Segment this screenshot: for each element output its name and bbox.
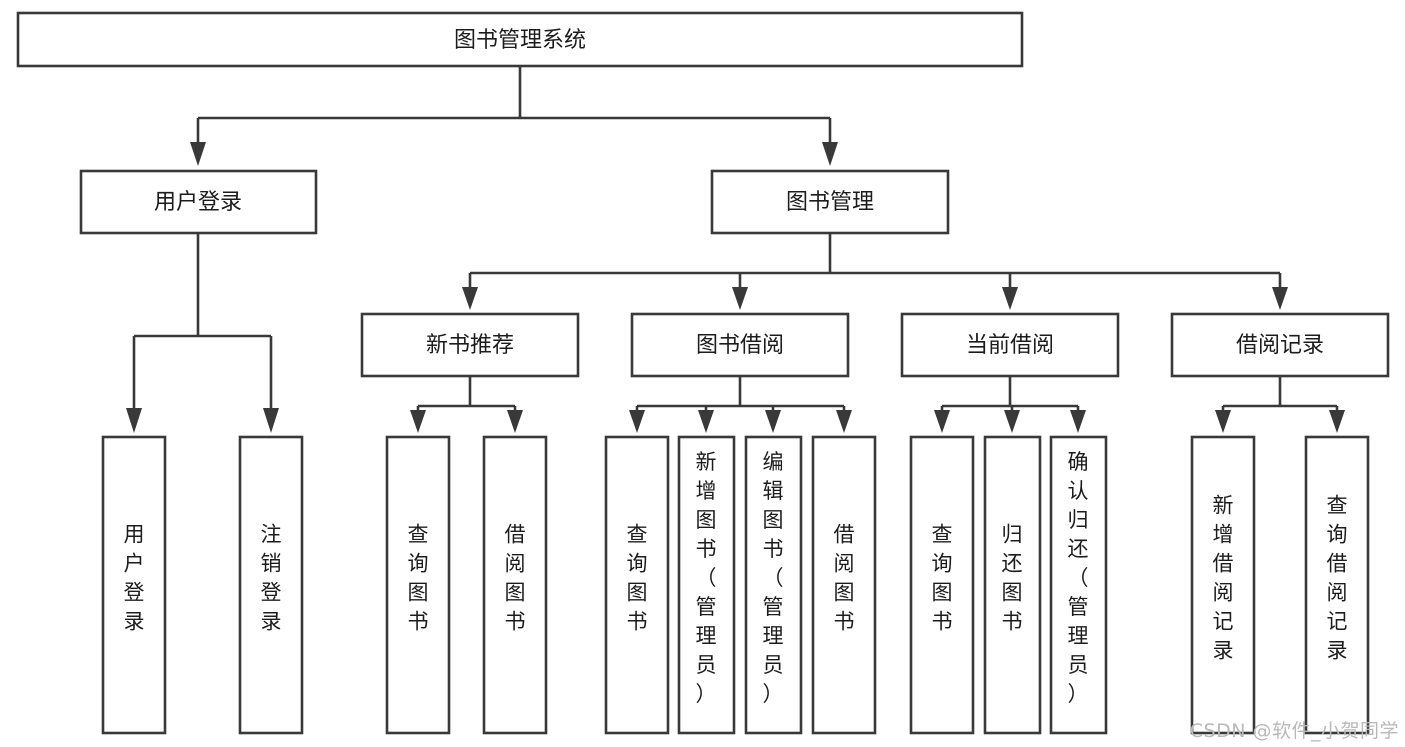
leaf-query-book-1-box[interactable] xyxy=(385,435,451,735)
node-current-borrow[interactable]: 当前借阅 xyxy=(900,312,1120,378)
arrow-head-leaf-edit-book xyxy=(765,410,781,433)
leaf-return-book-box[interactable] xyxy=(983,435,1042,735)
leaf-borrow-book-2-label: 借阅图书 xyxy=(834,523,855,634)
leaf-add-book-box[interactable] xyxy=(677,435,736,735)
node-book-manage-label: 图书管理 xyxy=(786,190,874,215)
node-user-login[interactable]: 用户登录 xyxy=(79,169,318,235)
node-current-borrow-label: 当前借阅 xyxy=(966,333,1054,358)
node-book-manage-box[interactable] xyxy=(710,169,950,235)
leaf-node-user-login[interactable]: 用户登录 xyxy=(101,435,167,735)
arrow-head-leaf-add-record xyxy=(1215,410,1231,433)
leaf-confirm-return-label: 确认归还（管理员） xyxy=(1068,450,1089,706)
leaf-user-login-label: 用户登录 xyxy=(124,523,145,634)
arrow-head-leaf-borrow-book-1 xyxy=(507,410,523,433)
leaf-logout-label: 注销登录 xyxy=(261,523,282,634)
leaf-query-book-3-box[interactable] xyxy=(909,435,975,735)
arrow-head-current-borrow xyxy=(1002,287,1018,310)
leaf-node-borrow-book-1[interactable]: 借阅图书 xyxy=(482,435,548,735)
leaf-node-confirm-return[interactable]: 确认归还（管理员） xyxy=(1049,435,1108,735)
node-current-borrow-box[interactable] xyxy=(900,312,1120,378)
arrow-head-leaf-add-book xyxy=(698,410,714,433)
leaf-node-query-book-1[interactable]: 查询图书 xyxy=(385,435,451,735)
leaf-query-record-box[interactable] xyxy=(1304,435,1370,735)
leaf-confirm-return-box[interactable] xyxy=(1049,435,1108,735)
node-book-borrow[interactable]: 图书借阅 xyxy=(630,312,850,378)
node-borrow-record[interactable]: 借阅记录 xyxy=(1170,312,1390,378)
leaf-node-return-book[interactable]: 归还图书 xyxy=(983,435,1042,735)
arrow-head-book-borrow xyxy=(732,287,748,310)
leaf-edit-book-box[interactable] xyxy=(744,435,803,735)
leaf-node-query-book-2[interactable]: 查询图书 xyxy=(604,435,670,735)
node-borrow-record-box[interactable] xyxy=(1170,312,1390,378)
leaf-query-book-3-label: 查询图书 xyxy=(932,523,953,634)
leaf-node-edit-book[interactable]: 编辑图书（管理员） xyxy=(744,435,803,735)
leaf-add-record-label: 新增借阅记录 xyxy=(1213,494,1234,663)
leaf-add-book-label: 新增图书（管理员） xyxy=(696,450,717,706)
leaf-node-logout[interactable]: 注销登录 xyxy=(238,435,304,735)
leaf-return-book-label: 归还图书 xyxy=(1002,523,1023,634)
node-new-book-rec-box[interactable] xyxy=(360,312,580,378)
leaf-edit-book-label: 编辑图书（管理员） xyxy=(763,450,784,706)
arrow-head-leaf-query-record xyxy=(1329,410,1345,433)
leaf-borrow-book-2-box[interactable] xyxy=(811,435,877,735)
leaf-query-book-2-label: 查询图书 xyxy=(627,523,648,634)
leaf-node-query-record[interactable]: 查询借阅记录 xyxy=(1304,435,1370,735)
node-root-box[interactable] xyxy=(16,11,1024,68)
arrow-head-new-book-rec xyxy=(462,287,478,310)
node-user-login-box[interactable] xyxy=(79,169,318,235)
leaf-user-login-box[interactable] xyxy=(101,435,167,735)
node-book-manage[interactable]: 图书管理 xyxy=(710,169,950,235)
node-borrow-record-label: 借阅记录 xyxy=(1236,333,1324,358)
arrow-head-leaf-logout xyxy=(263,408,279,433)
arrow-head-book-manage xyxy=(822,142,838,166)
node-new-book-rec[interactable]: 新书推荐 xyxy=(360,312,580,378)
arrow-head-leaf-query-book-2 xyxy=(629,410,645,433)
leaf-node-query-book-3[interactable]: 查询图书 xyxy=(909,435,975,735)
connector-layer xyxy=(126,66,1345,433)
node-new-book-rec-label: 新书推荐 xyxy=(426,333,514,358)
leaf-query-record-label: 查询借阅记录 xyxy=(1327,494,1348,663)
node-root[interactable]: 图书管理系统 xyxy=(16,11,1024,68)
arrow-head-leaf-query-book-3 xyxy=(934,410,950,433)
arrow-head-borrow-record xyxy=(1272,287,1288,310)
arrow-head-leaf-return-book xyxy=(1004,410,1020,433)
node-book-borrow-box[interactable] xyxy=(630,312,850,378)
leaf-query-book-1-label: 查询图书 xyxy=(408,523,429,634)
leaf-logout-box[interactable] xyxy=(238,435,304,735)
leaf-node-add-record[interactable]: 新增借阅记录 xyxy=(1190,435,1256,735)
leaf-borrow-book-1-box[interactable] xyxy=(482,435,548,735)
leaf-node-borrow-book-2[interactable]: 借阅图书 xyxy=(811,435,877,735)
node-book-borrow-label: 图书借阅 xyxy=(696,333,784,358)
node-user-login-label: 用户登录 xyxy=(154,190,242,215)
leaf-node-add-book[interactable]: 新增图书（管理员） xyxy=(677,435,736,735)
arrow-head-leaf-query-book-1 xyxy=(410,410,426,433)
arrow-head-user-login xyxy=(190,142,206,166)
node-root-label: 图书管理系统 xyxy=(454,28,586,53)
leaf-borrow-book-1-label: 借阅图书 xyxy=(505,523,526,634)
leaf-query-book-2-box[interactable] xyxy=(604,435,670,735)
arrow-head-leaf-user-login xyxy=(126,408,142,433)
arrow-head-leaf-confirm-return xyxy=(1070,410,1086,433)
arrow-head-leaf-borrow-book-2 xyxy=(836,410,852,433)
leaf-add-record-box[interactable] xyxy=(1190,435,1256,735)
